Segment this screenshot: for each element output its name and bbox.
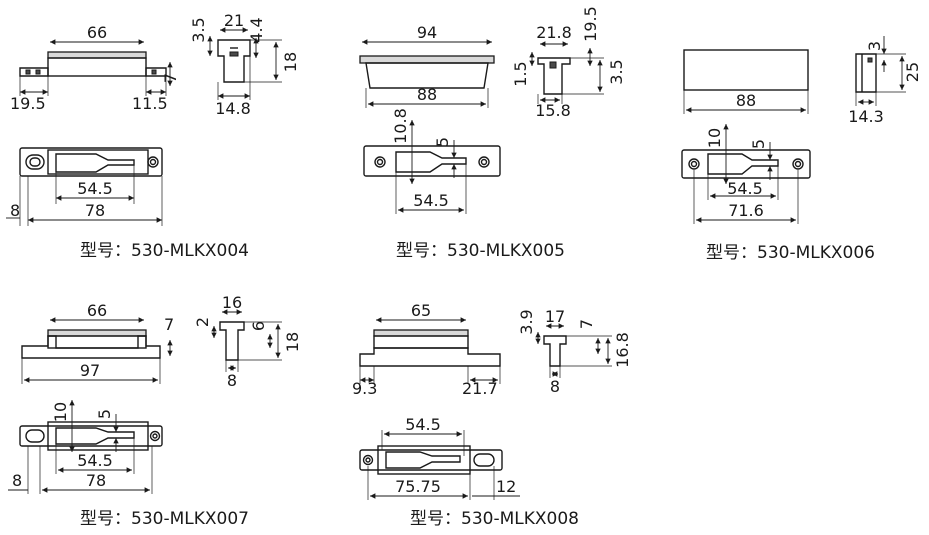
dim-004-78: 78	[85, 201, 105, 220]
dim-007-66: 66	[87, 301, 107, 320]
dim-004-11.5: 11.5	[132, 94, 168, 113]
dim-004-8: 8	[10, 201, 20, 220]
model-008-drawing: 65 9.3 21.7 17 3.9 7 16.8 8	[352, 301, 632, 529]
model-006-front-view: 88	[683, 49, 809, 114]
dim-004-3.5: 3.5	[189, 17, 208, 42]
model-007-front-view: 66 7 97	[21, 301, 174, 384]
dim-005-5: 5	[433, 137, 452, 147]
dim-008-65: 65	[411, 301, 431, 320]
model-008-side-view: 17 3.9 7 16.8 8	[517, 307, 632, 396]
dim-007-54.5: 54.5	[77, 451, 113, 470]
dim-007-16: 16	[222, 293, 242, 312]
model-008-front-view: 65 9.3 21.7	[352, 301, 501, 398]
dim-007-8b: 8	[12, 471, 22, 490]
model-004-front-view: 66 19.5 11.5 7	[10, 23, 180, 113]
model-006-top-view: 10 5 54.5 71.6	[681, 124, 811, 224]
dim-004-7: 7	[161, 73, 180, 83]
dim-005-1.5: 1.5	[511, 61, 530, 86]
model-label-005: 型号：530-MLKX005	[396, 241, 565, 261]
dim-005-21.8: 21.8	[536, 23, 572, 42]
dim-004-21: 21	[224, 11, 244, 30]
model-004-drawing: 66 19.5 11.5 7 21 3.5 4.4 18 14.8	[6, 11, 300, 261]
model-006-drawing: 88 3 25 14.3	[681, 36, 922, 263]
model-005-front-view: 94 88	[359, 23, 495, 108]
dim-007-7: 7	[164, 315, 174, 334]
dim-006-88: 88	[736, 91, 756, 110]
dim-008-75.75: 75.75	[395, 477, 441, 496]
dim-007-18: 18	[283, 332, 302, 352]
dim-007-2: 2	[193, 317, 212, 327]
model-008-top-view: 54.5 75.75 12	[359, 415, 520, 500]
model-007-top-view: 10 5 54.5 8 78	[8, 400, 163, 494]
dim-004-4.4: 4.4	[247, 17, 266, 42]
model-006-side-view: 3 25 14.3	[848, 36, 922, 126]
dim-004-14.8: 14.8	[215, 99, 251, 118]
dim-004-19.5: 19.5	[10, 94, 46, 113]
dim-004-66: 66	[87, 23, 107, 42]
model-label-008: 型号：530-MLKX008	[410, 509, 579, 529]
model-005-top-view: 10.8 5 54.5	[363, 108, 501, 214]
dim-007-10: 10	[51, 402, 70, 422]
dim-005-19.5: 19.5	[581, 6, 600, 42]
dim-006-5: 5	[749, 139, 768, 149]
dim-008-9.3: 9.3	[352, 379, 377, 398]
dim-007-97: 97	[80, 361, 100, 380]
model-label-004: 型号：530-MLKX004	[80, 241, 249, 261]
model-005-drawing: 94 88 21.8 19.5 1.5 3.5 15.8	[359, 6, 626, 261]
dim-008-17: 17	[545, 307, 565, 326]
dim-008-12: 12	[496, 477, 516, 496]
model-007-drawing: 66 7 97 16 2 6 18 8	[8, 293, 302, 529]
dim-006-3: 3	[865, 41, 884, 51]
dim-008-16.8: 16.8	[613, 332, 632, 368]
dim-005-10.8: 10.8	[391, 108, 410, 144]
model-004-top-view: 54.5 8 78	[6, 147, 163, 226]
dim-005-3.5: 3.5	[607, 59, 626, 84]
dim-006-25: 25	[903, 62, 922, 82]
model-005-side-view: 21.8 19.5 1.5 3.5 15.8	[511, 6, 626, 120]
dim-004-54.5: 54.5	[77, 179, 113, 198]
dim-007-5: 5	[95, 409, 114, 419]
dim-004-18: 18	[281, 52, 300, 72]
model-label-007: 型号：530-MLKX007	[80, 509, 249, 529]
dim-006-54.5: 54.5	[727, 179, 763, 198]
dim-007-6: 6	[249, 321, 268, 331]
model-007-side-view: 16 2 6 18 8	[193, 293, 302, 390]
model-004-side-view: 21 3.5 4.4 18 14.8	[189, 11, 300, 118]
dim-008-21.7: 21.7	[462, 379, 498, 398]
dim-005-54.5: 54.5	[413, 191, 449, 210]
dim-005-15.8: 15.8	[535, 101, 571, 120]
dim-006-71.6: 71.6	[728, 201, 764, 220]
dim-008-8: 8	[550, 377, 560, 396]
dim-008-54.5: 54.5	[405, 415, 441, 434]
dim-005-94: 94	[417, 23, 437, 42]
dim-008-7: 7	[577, 319, 596, 329]
dim-006-14.3: 14.3	[848, 107, 884, 126]
model-label-006: 型号：530-MLKX006	[706, 243, 875, 263]
dim-007-78: 78	[86, 471, 106, 490]
dim-007-8a: 8	[227, 371, 237, 390]
dim-008-3.9: 3.9	[517, 309, 536, 334]
dim-006-10: 10	[705, 128, 724, 148]
dim-005-88: 88	[417, 85, 437, 104]
